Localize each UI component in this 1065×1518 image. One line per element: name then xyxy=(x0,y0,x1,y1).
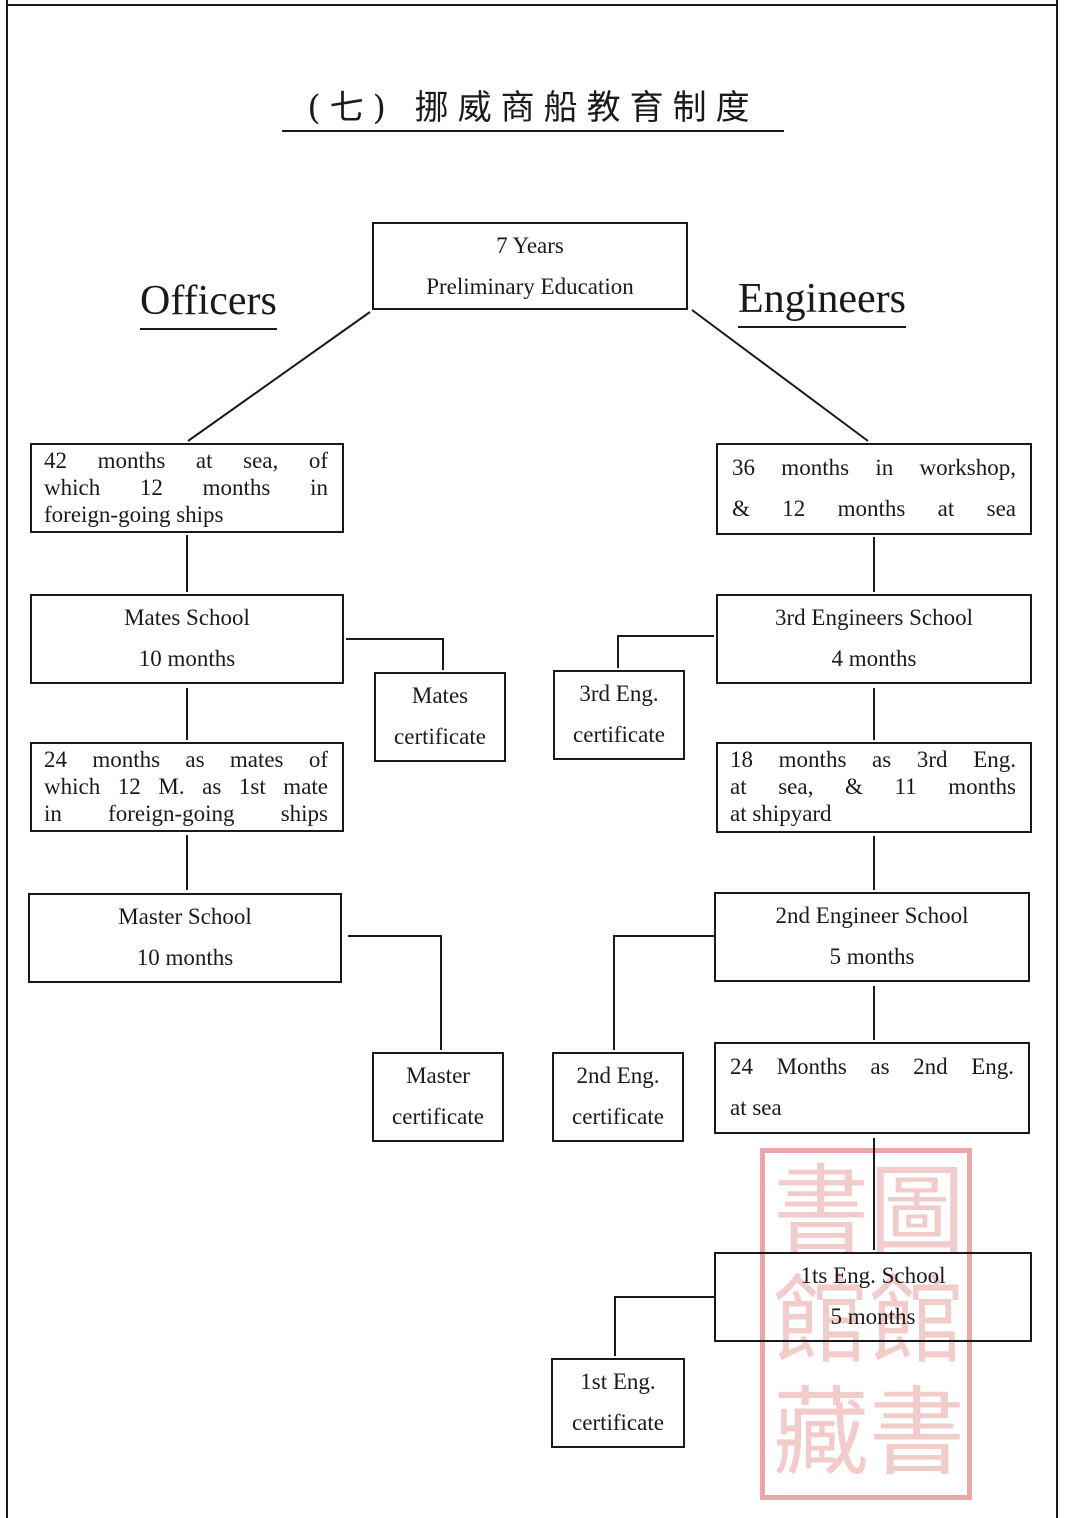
third-eng-service-line: at sea, & 11 months xyxy=(730,774,1016,799)
seal-glyph: 書 xyxy=(773,1155,869,1267)
master-school-box: Master School 10 months xyxy=(28,893,342,983)
mates-school-duration: 10 months xyxy=(138,646,236,671)
mate-service-box: 24 months as mates of which 12 M. as 1st… xyxy=(30,742,344,832)
third-engineers-school-duration: 4 months xyxy=(831,646,917,671)
first-eng-school-label: 1ts Eng. School xyxy=(800,1263,946,1288)
third-engineers-school-box: 3rd Engineers School 4 months xyxy=(716,594,1032,684)
mates-certificate-label: Mates xyxy=(411,683,469,708)
officers-sea-training-box: 42 months at sea, of which 12 months in … xyxy=(30,443,344,533)
frame-right-border xyxy=(1056,0,1058,1518)
seal-glyph: 館 xyxy=(773,1265,869,1377)
first-eng-certificate-word: certificate xyxy=(572,1410,664,1435)
seal-glyph: 書 xyxy=(869,1377,965,1489)
mate-service-line: in foreign-going ships xyxy=(44,801,328,826)
seal-glyph: 藏 xyxy=(773,1377,869,1489)
seal-glyph: 圖 xyxy=(869,1155,965,1267)
third-engineers-school-label: 3rd Engineers School xyxy=(774,605,973,630)
master-certificate-word: certificate xyxy=(392,1104,484,1129)
second-eng-service-line: at sea xyxy=(730,1095,782,1120)
seal-glyph: 館 xyxy=(869,1265,965,1377)
second-engineer-school-box: 2nd Engineer School 5 months xyxy=(714,892,1030,982)
third-eng-service-line: 18 months as 3rd Eng. xyxy=(730,747,1016,772)
officers-sea-training-line: 42 months at sea, of xyxy=(44,448,328,473)
third-eng-certificate-label: 3rd Eng. xyxy=(579,681,659,706)
second-eng-certificate-box: 2nd Eng. certificate xyxy=(552,1052,684,1142)
mates-school-label: Mates School xyxy=(124,605,250,630)
master-certificate-label: Master xyxy=(406,1063,470,1088)
officers-sea-training-line: which 12 months in xyxy=(44,475,328,500)
connector-root-officers xyxy=(187,311,371,442)
second-eng-service-line: 24 Months as 2nd Eng. xyxy=(730,1054,1014,1079)
mate-service-line: 24 months as mates of xyxy=(44,747,328,772)
preliminary-education-label: Preliminary Education xyxy=(426,274,634,299)
engineers-workshop-line: 36 months in workshop, xyxy=(732,455,1016,480)
second-engineer-school-label: 2nd Engineer School xyxy=(775,903,969,928)
connector-third-certificate xyxy=(617,635,714,668)
third-eng-service-line: at shipyard xyxy=(730,801,832,826)
mates-certificate-word: certificate xyxy=(394,724,486,749)
preliminary-years: 7 Years xyxy=(496,233,564,258)
frame-top-border xyxy=(6,4,1058,6)
frame-left-border xyxy=(6,0,8,1518)
first-eng-school-box: 1ts Eng. School 5 months xyxy=(714,1252,1032,1342)
third-eng-certificate-word: certificate xyxy=(573,722,665,747)
second-eng-certificate-word: certificate xyxy=(572,1104,664,1129)
page-title: (七) 挪威商船教育制度 xyxy=(282,86,784,132)
connector-root-engineers xyxy=(691,309,869,442)
preliminary-education-box: 7 Years Preliminary Education xyxy=(372,222,688,310)
second-engineer-school-duration: 5 months xyxy=(829,944,915,969)
connector-mates-certificate xyxy=(346,638,444,670)
engineers-workshop-box: 36 months in workshop, & 12 months at se… xyxy=(716,443,1032,535)
officers-sea-training-line: foreign-going ships xyxy=(44,502,224,527)
engineers-workshop-line: & 12 months at sea xyxy=(732,496,1016,521)
mate-service-line: which 12 M. as 1st mate xyxy=(44,774,328,799)
master-school-duration: 10 months xyxy=(136,945,234,970)
connector-master-certificate xyxy=(348,935,442,1050)
second-eng-certificate-label: 2nd Eng. xyxy=(576,1063,660,1088)
mates-certificate-box: Mates certificate xyxy=(374,672,506,762)
third-eng-service-box: 18 months as 3rd Eng. at sea, & 11 month… xyxy=(716,742,1032,833)
first-eng-school-duration: 5 months xyxy=(830,1304,916,1329)
connector-second-certificate xyxy=(613,935,714,1050)
master-certificate-box: Master certificate xyxy=(372,1052,504,1142)
first-eng-certificate-label: 1st Eng. xyxy=(580,1369,656,1394)
second-eng-service-box: 24 Months as 2nd Eng. at sea xyxy=(714,1042,1030,1134)
third-eng-certificate-box: 3rd Eng. certificate xyxy=(553,670,685,760)
officers-heading: Officers xyxy=(140,276,277,330)
mates-school-box: Mates School 10 months xyxy=(30,594,344,684)
master-school-label: Master School xyxy=(118,904,252,929)
first-eng-certificate-box: 1st Eng. certificate xyxy=(551,1358,685,1448)
connector-first-certificate xyxy=(614,1296,714,1356)
library-seal-stamp: 書 圖 館 館 藏 書 xyxy=(760,1148,972,1500)
engineers-heading: Engineers xyxy=(738,274,906,328)
